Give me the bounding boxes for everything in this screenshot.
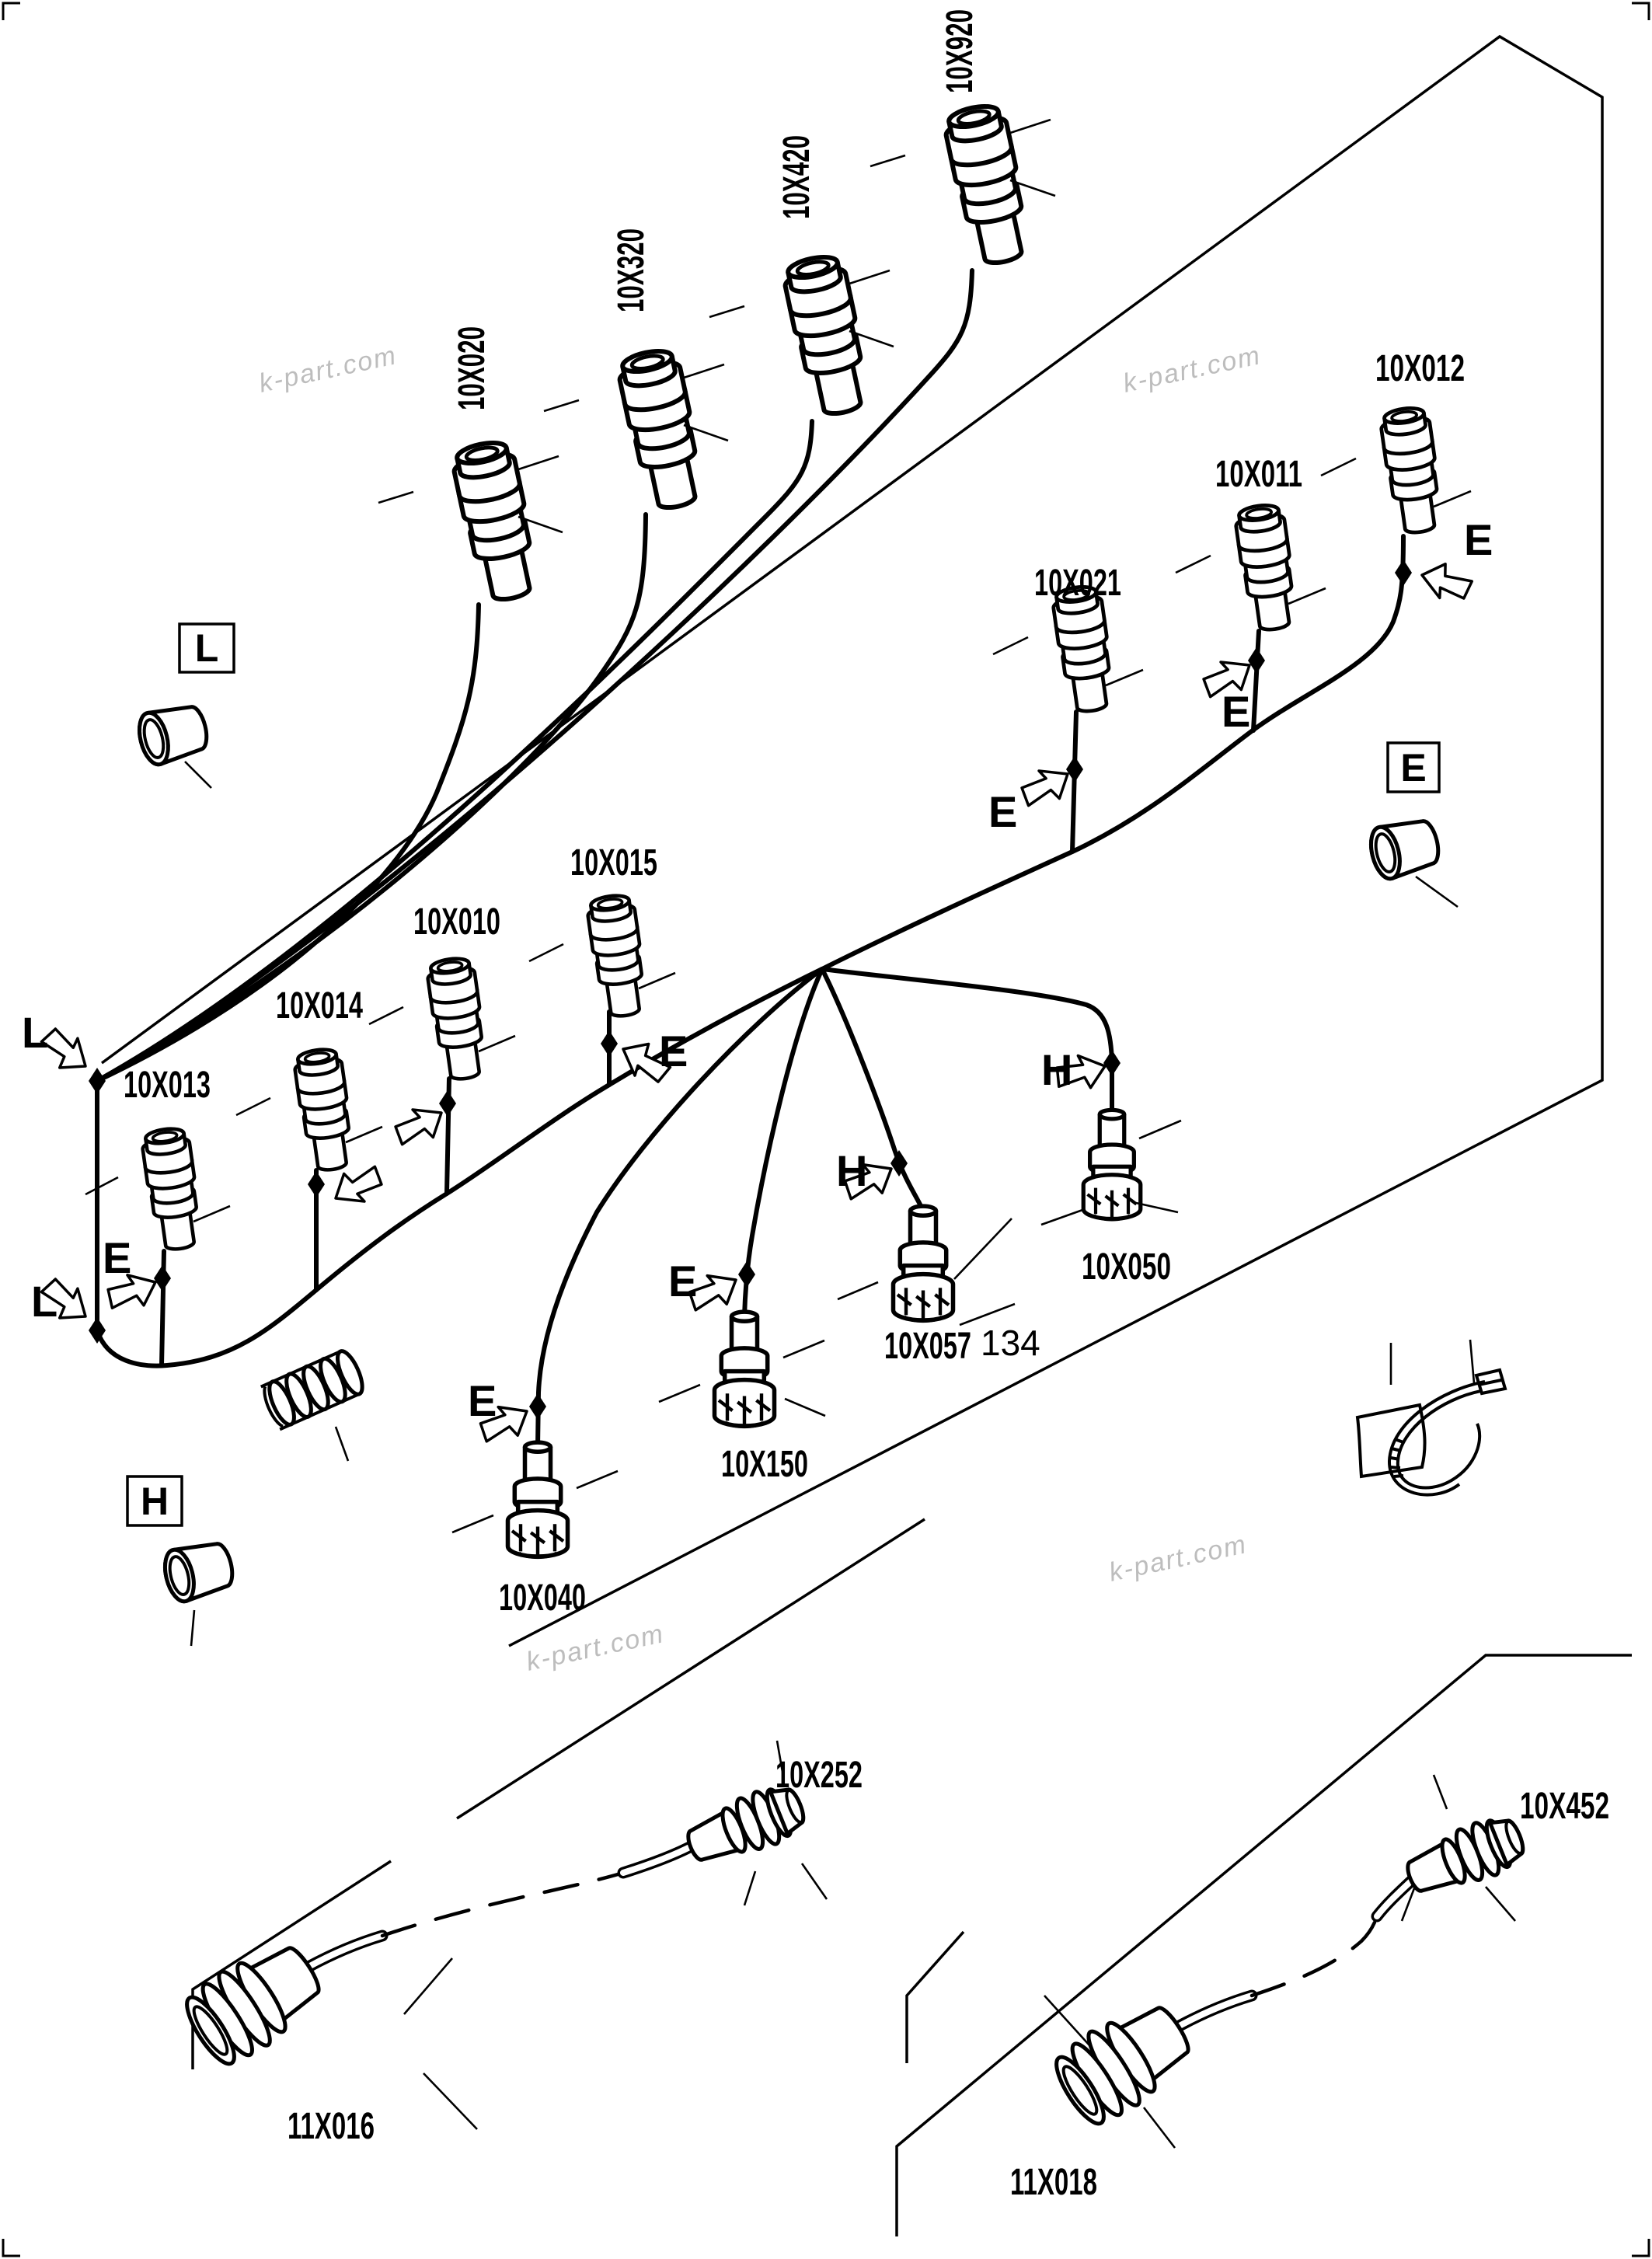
junction-node <box>529 1393 546 1420</box>
part-label-11X016: 11X016 <box>288 2106 375 2147</box>
ref-number-134: 134 <box>981 1323 1040 1363</box>
part-label-10X021: 10X021 <box>1034 563 1121 604</box>
junction-node-L1 <box>89 1068 106 1094</box>
part-label-10X011: 10X011 <box>1215 454 1302 495</box>
leader-lines <box>85 118 1516 2149</box>
connector-10X012 <box>1379 406 1445 535</box>
callout-arrow-E-10X021 <box>1014 758 1078 815</box>
part-label-10X050: 10X050 <box>1082 1246 1171 1288</box>
callout-arrow-E-10X012 <box>1416 557 1476 607</box>
subpanel-border-right <box>895 1654 1632 2236</box>
junction-node <box>1395 560 1412 586</box>
part-label-10X014: 10X014 <box>276 985 363 1027</box>
junction-node <box>308 1171 325 1197</box>
part-label-10X040: 10X040 <box>499 1577 586 1619</box>
part-label-10X012: 10X012 <box>1375 348 1465 389</box>
connector-11X016 <box>176 1930 333 2074</box>
connector-10X050 <box>1083 1110 1141 1219</box>
legend-box-E: E <box>1386 741 1441 793</box>
connector-10X011 <box>1234 503 1299 633</box>
part-label-10X420: 10X420 <box>776 135 817 219</box>
marker-letter-E: E <box>468 1376 497 1425</box>
marker-letter-E: E <box>668 1257 697 1306</box>
connector-10X040 <box>508 1442 568 1557</box>
subpanel-border-left <box>191 1518 965 2069</box>
junction-node <box>1248 647 1265 674</box>
marker-letter-E: E <box>1464 515 1493 564</box>
part-label-10X452: 10X452 <box>1520 1786 1609 1827</box>
legend-letter-L: L <box>195 626 219 670</box>
main-panel-border <box>100 34 1604 1647</box>
sleeve-icon <box>160 1537 237 1605</box>
harness-wires <box>95 268 1406 1449</box>
sleeve-icon <box>134 700 211 768</box>
legend-letter-E: E <box>1400 746 1426 790</box>
connector-10X057 <box>894 1206 953 1321</box>
marker-letter-E: E <box>1222 687 1250 736</box>
cable-assembly-10X452 <box>1046 1809 1530 2133</box>
marker-letter-E: E <box>103 1233 131 1282</box>
connector-10X013 <box>141 1126 204 1252</box>
connector-10X015 <box>586 893 650 1019</box>
part-label-10X057: 10X057 <box>884 1326 971 1367</box>
marker-letter-E: E <box>659 1027 688 1075</box>
connector-10X452 <box>1400 1809 1530 1905</box>
junction-node <box>1066 756 1083 783</box>
legend-box-L: L <box>178 622 235 674</box>
marker-letter-L: L <box>31 1277 58 1326</box>
part-label-10X020: 10X020 <box>451 326 493 410</box>
junction-node <box>601 1030 618 1057</box>
marker-letter-H: H <box>836 1146 867 1195</box>
corrugated-tube-icon <box>260 1348 368 1431</box>
cable-tie-icon <box>1387 1368 1507 1497</box>
sleeve-icon <box>1366 814 1443 882</box>
watermark-text: k-part.com <box>1107 1529 1250 1588</box>
part-label-10X252: 10X252 <box>775 1755 863 1796</box>
part-label-10X015: 10X015 <box>570 842 657 884</box>
part-label-10X010: 10X010 <box>413 901 500 943</box>
junction-node <box>1103 1050 1121 1076</box>
cable-assembly-10X252 <box>176 1778 810 2073</box>
part-label-10X320: 10X320 <box>611 228 652 312</box>
part-label-11X018: 11X018 <box>1010 2162 1097 2203</box>
junction-node <box>738 1261 755 1288</box>
legend-letter-H: H <box>141 1480 169 1523</box>
connector-10X150 <box>715 1312 775 1427</box>
connector-10X010 <box>426 956 490 1082</box>
watermark-text: k-part.com <box>1121 340 1264 399</box>
part-label-10X150: 10X150 <box>721 1444 808 1485</box>
marker-letter-L: L <box>22 1008 48 1057</box>
marker-letter-H: H <box>1041 1045 1072 1094</box>
connector-10X014 <box>293 1047 357 1173</box>
watermark-text: k-part.com <box>256 340 400 399</box>
connector-11X018 <box>1046 1990 1202 2134</box>
marker-letter-E: E <box>988 787 1017 836</box>
part-label-10X013: 10X013 <box>124 1065 211 1106</box>
junction-node <box>154 1265 171 1292</box>
legend-box-H: H <box>126 1475 183 1527</box>
part-label-10X920: 10X920 <box>939 9 981 93</box>
connectors <box>141 102 1445 1557</box>
